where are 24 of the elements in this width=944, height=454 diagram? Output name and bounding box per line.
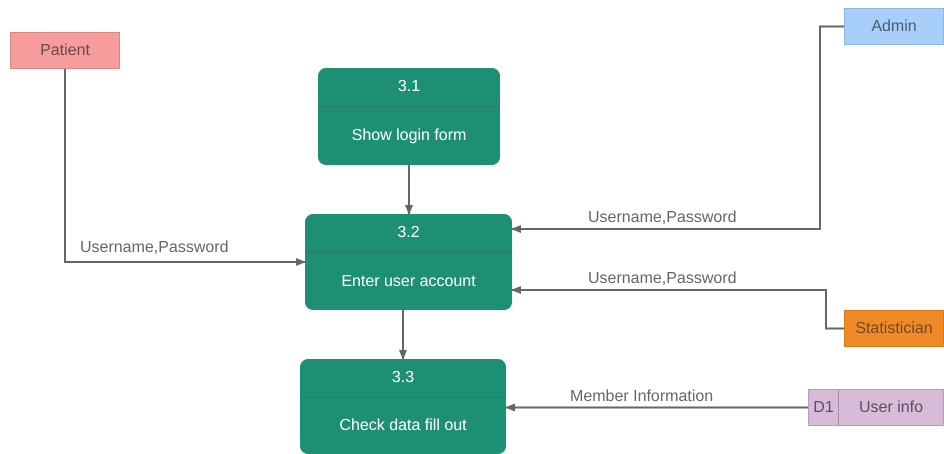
arrow [505, 404, 808, 412]
store-label: User info [858, 398, 924, 418]
process-number: 3.2 [397, 223, 420, 243]
edge-label: Username,Password [588, 209, 736, 227]
process-label: Show login form [352, 126, 466, 146]
data-store [808, 389, 944, 426]
process-number: 3.3 [392, 368, 414, 388]
arrow [511, 286, 844, 330]
process-box [300, 359, 506, 454]
arrow [64, 69, 306, 266]
process-box [305, 214, 512, 310]
store-id: D1 [813, 398, 834, 418]
arrow [511, 26, 844, 233]
arrow [399, 310, 407, 360]
external-entity-box: Patient [10, 32, 120, 69]
edge-label: Username,Password [80, 239, 228, 257]
edge-label: Username,Password [588, 270, 736, 288]
external-entity-box: Admin [844, 8, 944, 45]
arrow [405, 165, 413, 215]
process-box [318, 68, 500, 165]
process-label: Check data fill out [339, 416, 467, 436]
process-number: 3.1 [398, 77, 420, 97]
process-label: Enter user account [341, 272, 476, 292]
external-entity-box: Statistician [844, 310, 944, 347]
